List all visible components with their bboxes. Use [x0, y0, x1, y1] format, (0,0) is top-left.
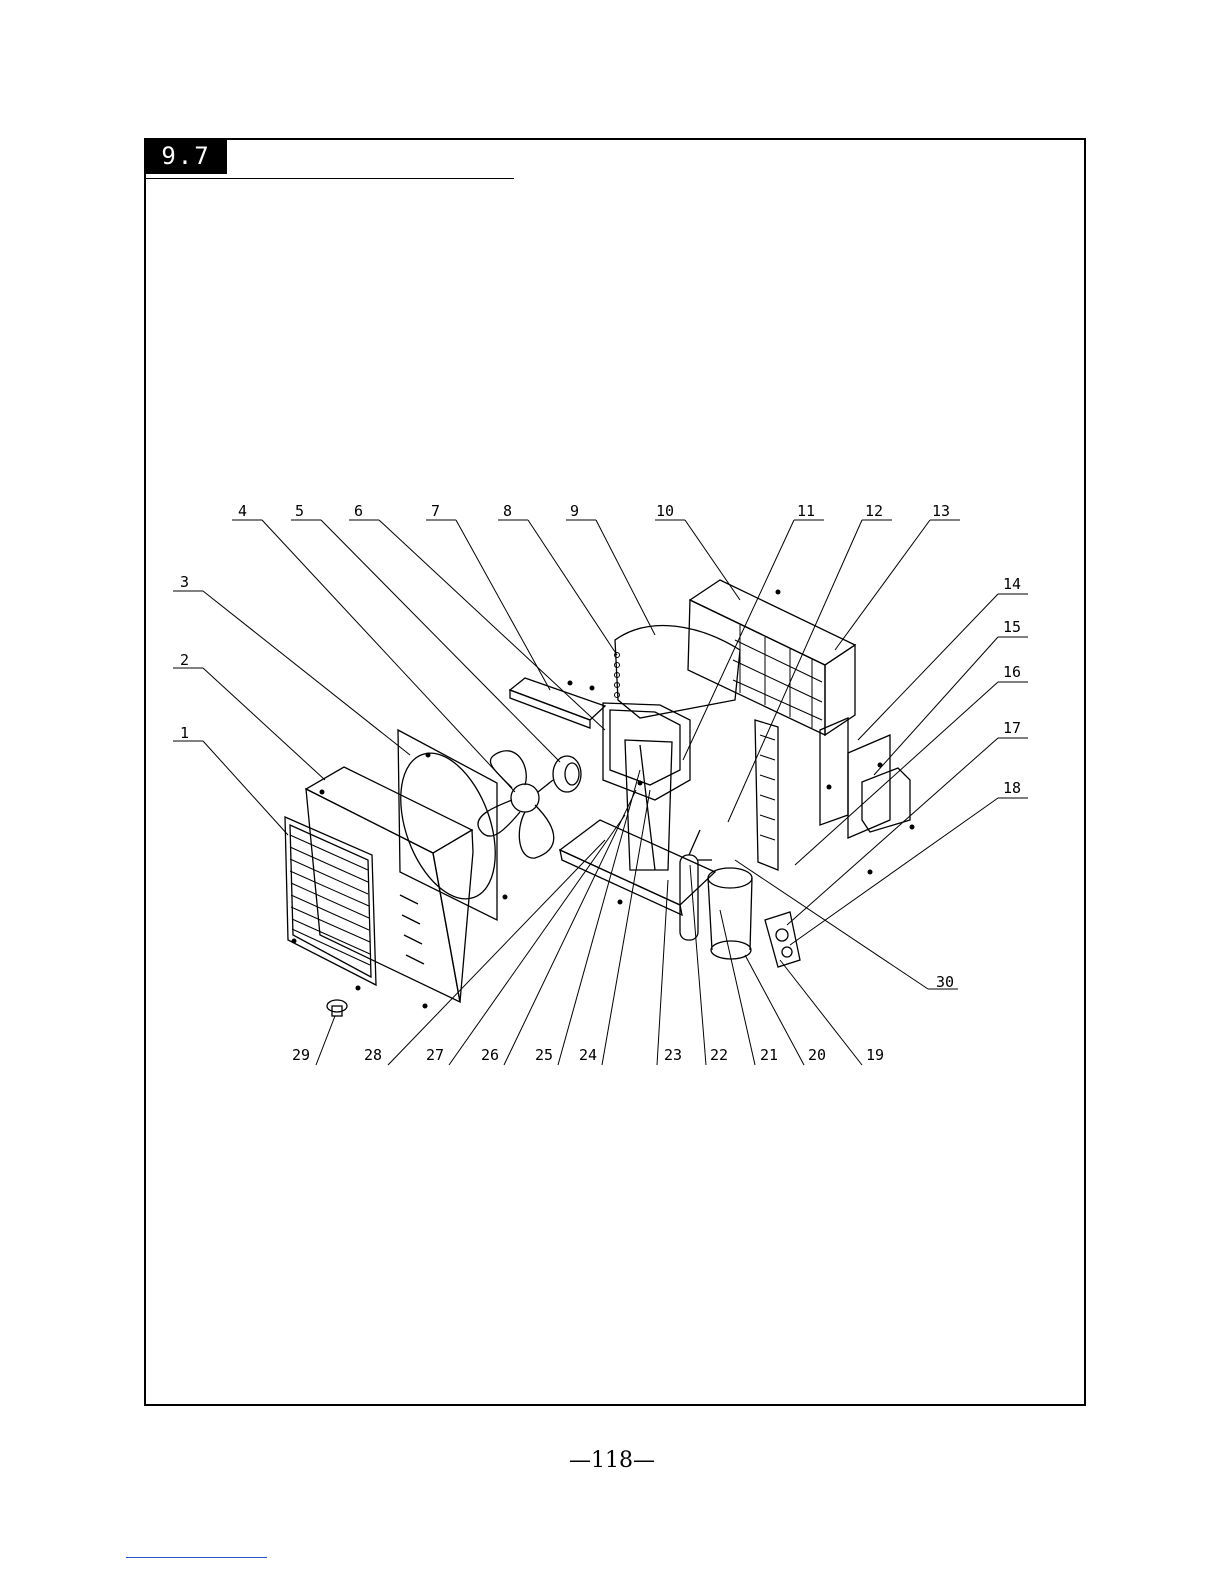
front-grille-drawing — [285, 817, 376, 985]
part-label-19: 19 — [866, 1046, 884, 1064]
valve-assembly-drawing — [765, 912, 800, 967]
fan-baffle-drawing — [383, 730, 514, 920]
part-label-29: 29 — [292, 1046, 310, 1064]
part-label-11: 11 — [797, 502, 815, 520]
part-label-24: 24 — [579, 1046, 597, 1064]
leader-lines — [173, 520, 1028, 1065]
footer-link-underline[interactable] — [126, 1557, 267, 1558]
front-panel-drawing — [306, 767, 473, 1002]
part-label-18: 18 — [1003, 779, 1021, 797]
fan-blade-drawing — [478, 751, 554, 858]
part-label-13: 13 — [932, 502, 950, 520]
part-label-14: 14 — [1003, 575, 1021, 593]
part-label-12: 12 — [865, 502, 883, 520]
part-label-9: 9 — [570, 502, 579, 520]
part-label-4: 4 — [238, 502, 247, 520]
part-label-17: 17 — [1003, 719, 1021, 737]
part-label-2: 2 — [180, 651, 189, 669]
part-label-22: 22 — [710, 1046, 728, 1064]
part-label-15: 15 — [1003, 618, 1021, 636]
part-label-28: 28 — [364, 1046, 382, 1064]
part-label-1: 1 — [180, 724, 189, 742]
drain-plug-drawing — [327, 1000, 347, 1016]
motor-bracket-drawing — [603, 703, 690, 870]
part-label-8: 8 — [503, 502, 512, 520]
part-label-27: 27 — [426, 1046, 444, 1064]
part-label-16: 16 — [1003, 663, 1021, 681]
part-label-3: 3 — [180, 573, 189, 591]
page-number: —118— — [0, 1448, 1224, 1473]
accumulator-drawing — [680, 830, 712, 940]
part-label-6: 6 — [354, 502, 363, 520]
part-label-21: 21 — [760, 1046, 778, 1064]
part-label-10: 10 — [656, 502, 674, 520]
side-panel-drawing — [820, 718, 890, 838]
part-labels: 1 2 3 4 5 6 7 8 9 10 11 12 13 14 15 16 1… — [180, 502, 1021, 1064]
part-label-7: 7 — [431, 502, 440, 520]
part-label-25: 25 — [535, 1046, 553, 1064]
part-label-23: 23 — [664, 1046, 682, 1064]
part-label-30: 30 — [936, 973, 954, 991]
part-label-5: 5 — [295, 502, 304, 520]
part-label-20: 20 — [808, 1046, 826, 1064]
part-label-26: 26 — [481, 1046, 499, 1064]
compressor-drawing — [708, 868, 752, 959]
